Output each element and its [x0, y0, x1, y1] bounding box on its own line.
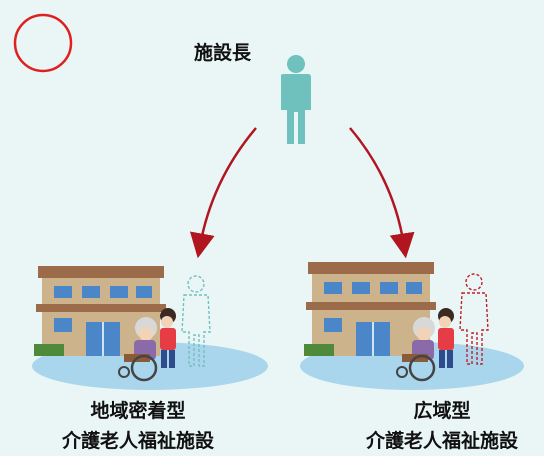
director-label: 施設長 — [194, 42, 252, 64]
left-facility-caption: 地域密着型 介護老人福祉施設 — [8, 396, 268, 456]
ghost-person-icon — [181, 275, 211, 367]
left-facility — [32, 266, 268, 390]
right-facility-name: 介護老人福祉施設 — [365, 430, 518, 452]
left-facility-name: 介護老人福祉施設 — [61, 430, 214, 452]
building-icon — [304, 262, 436, 356]
right-facility — [300, 262, 524, 390]
left-facility-type: 地域密着型 — [90, 400, 186, 422]
caregiver-icon — [160, 308, 176, 368]
circle-mark — [13, 13, 73, 73]
arrow-right — [349, 127, 415, 259]
person-icon — [281, 55, 311, 144]
wheelchair-icon — [118, 317, 158, 382]
wheelchair-icon — [396, 317, 436, 382]
right-facility-type: 広域型 — [413, 400, 471, 422]
caregiver-icon — [438, 308, 454, 368]
arrow-left — [189, 127, 257, 259]
ghost-person-icon — [459, 273, 489, 365]
right-facility-caption: 広域型 介護老人福祉施設 — [312, 396, 544, 456]
